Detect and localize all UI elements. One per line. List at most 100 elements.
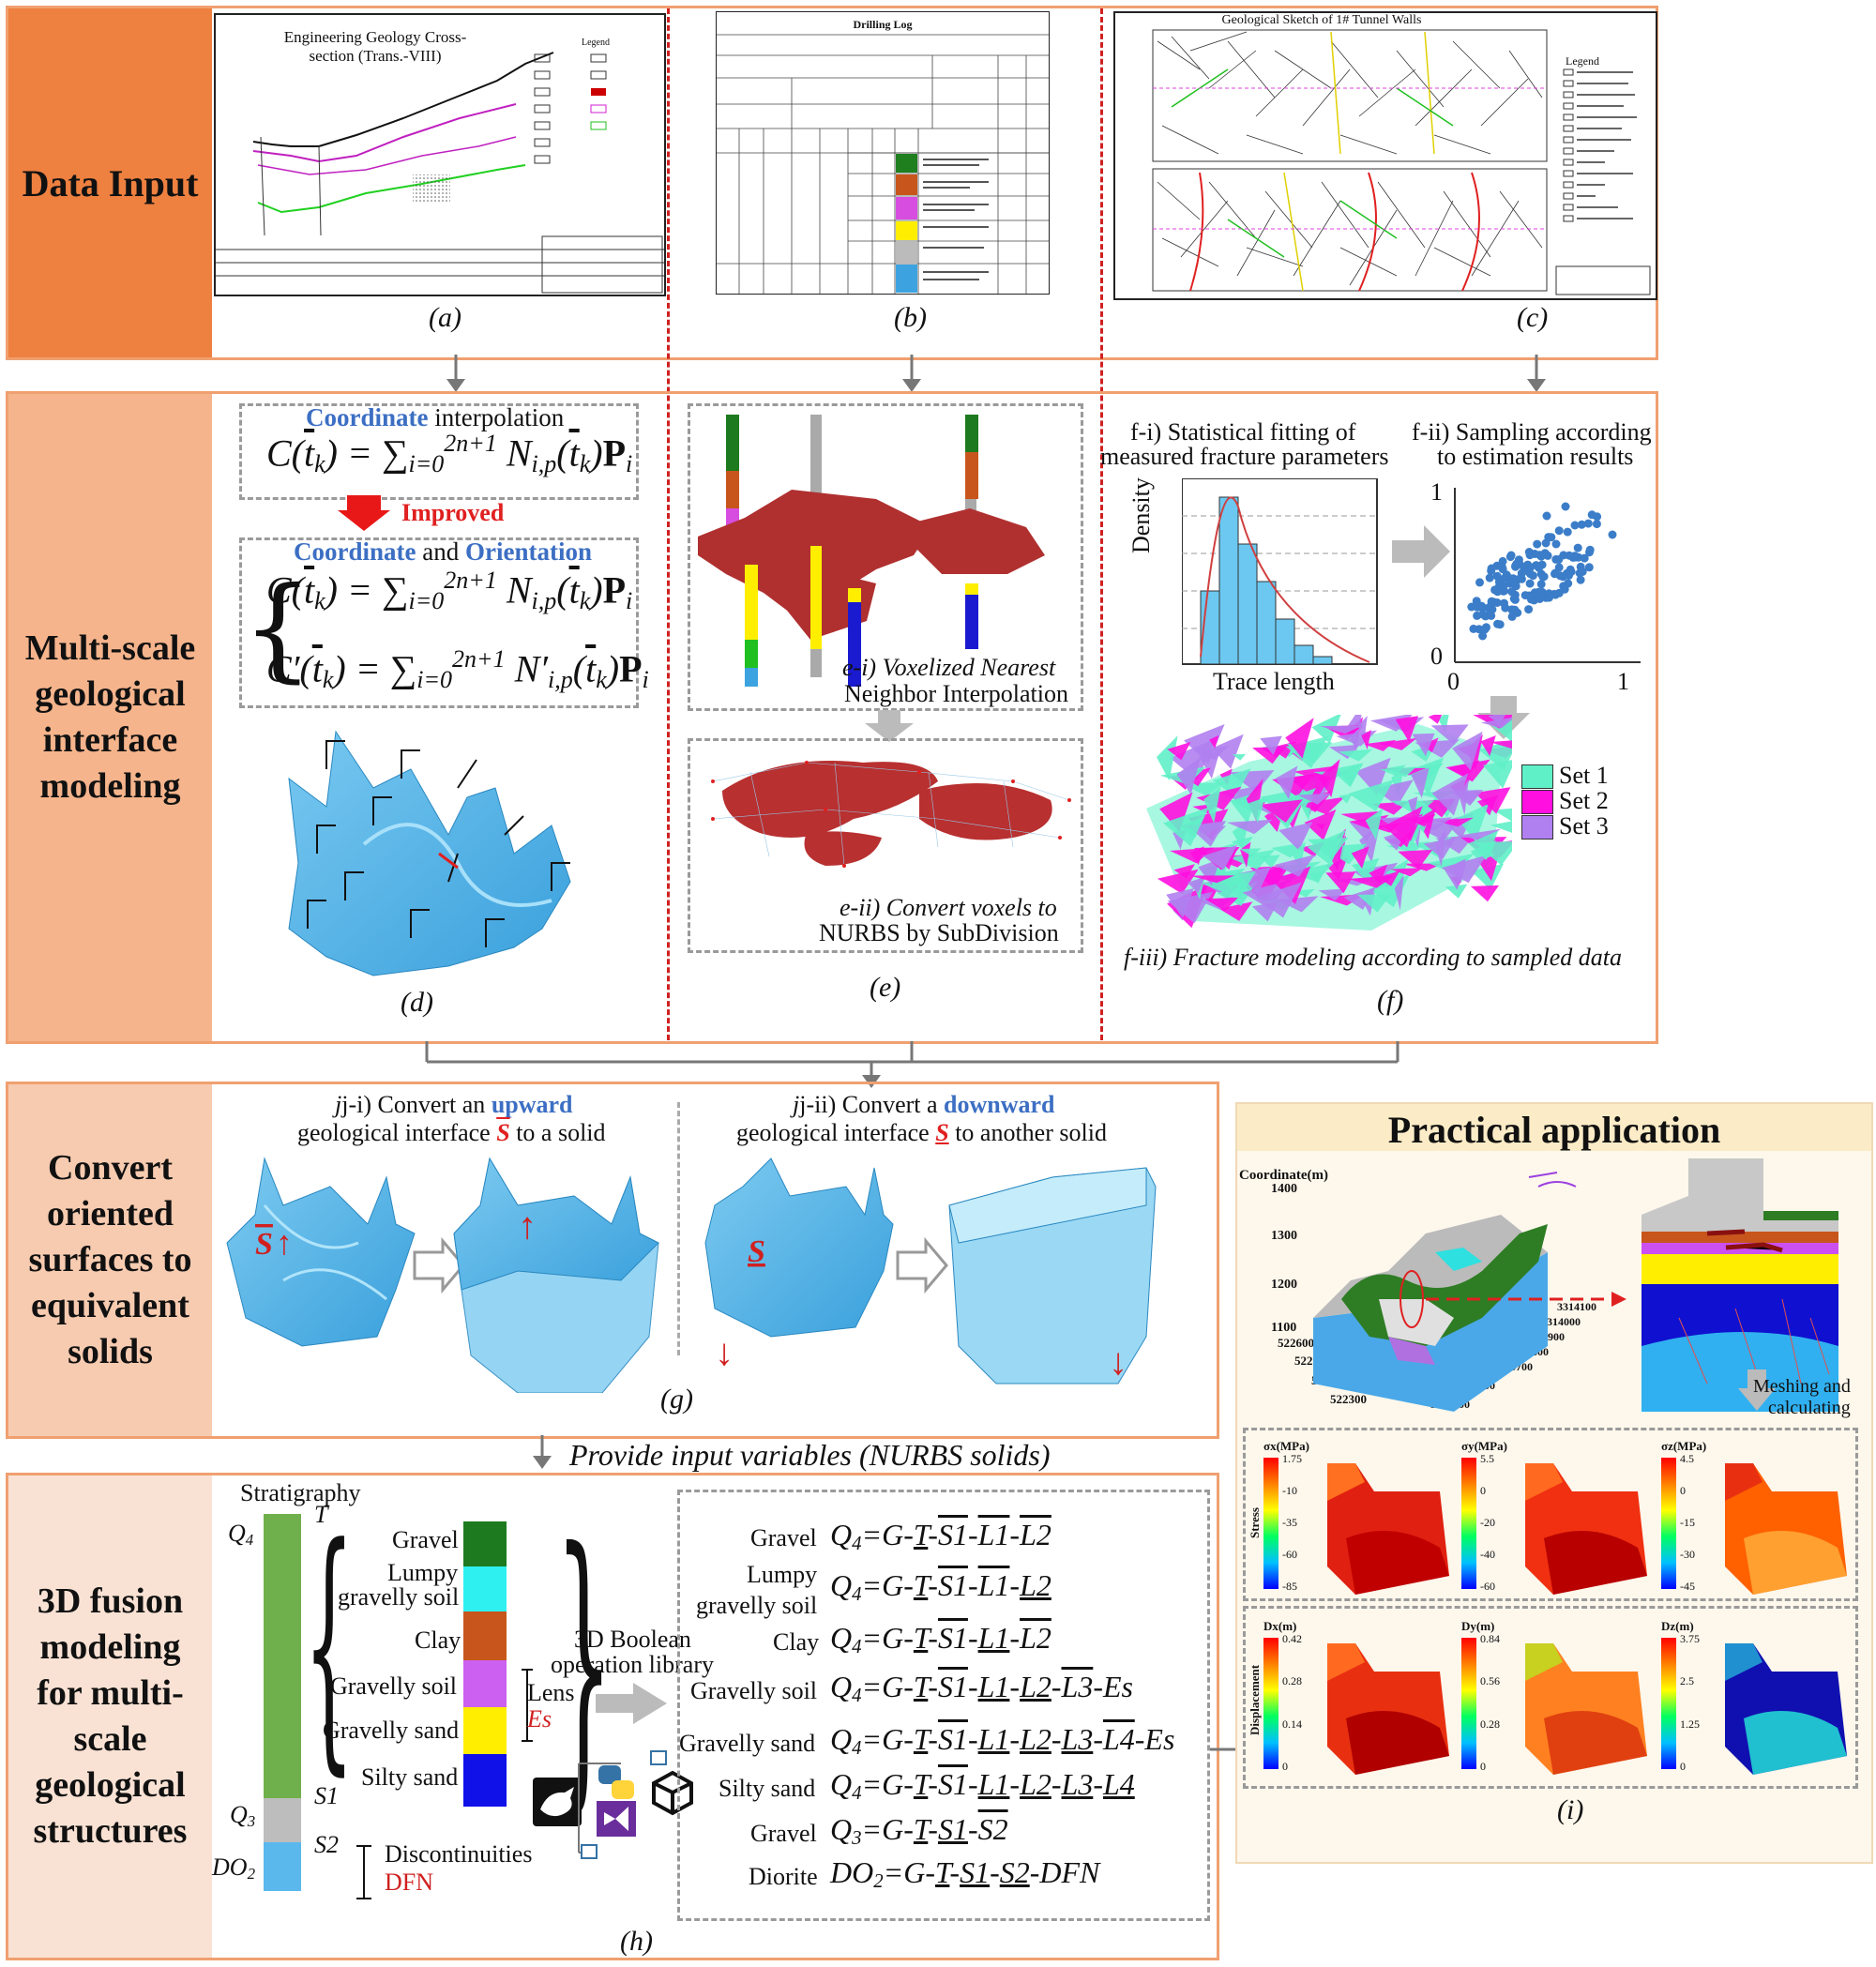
unity-icon — [649, 1769, 696, 1816]
fracture-plane — [1441, 855, 1487, 884]
layer-lumpy: Lumpy — [387, 1559, 459, 1586]
voxel-model — [698, 415, 1045, 687]
fracture-plane — [1395, 716, 1418, 743]
python-icon — [595, 1763, 638, 1801]
upward-title-2: geological interface S to a solid — [297, 1119, 606, 1146]
eq-row-silty-sand-label: Silty sand — [719, 1775, 816, 1802]
label-S2: S2 — [314, 1831, 339, 1858]
scatter-point — [1492, 561, 1502, 570]
practical-title: Practical application — [1387, 1109, 1721, 1151]
scatter-point — [1536, 580, 1546, 589]
caption-h: (h) — [620, 1926, 653, 1957]
scatter-point — [1505, 579, 1514, 588]
lens-bracket — [522, 1669, 533, 1742]
fracture-plane — [1384, 806, 1423, 848]
swatch-clay — [463, 1611, 507, 1660]
brace: { — [242, 564, 314, 694]
eq-row-gravel-q3-label: Gravel — [750, 1820, 817, 1847]
scatter-point — [1580, 553, 1589, 563]
scatter-point — [1482, 623, 1490, 632]
gray-right-arrow-f — [1392, 525, 1450, 578]
colorbar-tick: 0.14 — [1282, 1717, 1302, 1731]
scatter-point — [1554, 563, 1564, 572]
result-contour — [1327, 1463, 1449, 1595]
fracture-plane — [1480, 717, 1512, 729]
eq-row-gravelly-sand-label: Gravelly sand — [679, 1730, 816, 1757]
colorbar-title: Dy(m) — [1461, 1619, 1495, 1633]
fracture-plane — [1373, 779, 1414, 807]
scatter-point — [1507, 587, 1517, 597]
colorbar-tick: -85 — [1282, 1580, 1297, 1593]
fracture-plane — [1184, 724, 1225, 764]
scatter-point — [1532, 561, 1541, 570]
layer-gravelly-sand: Gravelly sand — [323, 1717, 460, 1744]
colorbar-tick: 0 — [1480, 1484, 1486, 1497]
fracture-plane — [1272, 866, 1311, 905]
eq-silty-sand-q4: Q4=G-T-S1-L1-L2-L3-L4 — [830, 1767, 1135, 1805]
scatter-point — [1492, 571, 1502, 581]
row-label-data-input: Data Input — [8, 8, 212, 357]
eq-clay-q4: Q4=G-T-S1-L1-L2 — [830, 1621, 1051, 1658]
fracture-fit-label-2: measured fracture parameters — [1100, 443, 1389, 470]
eq-row-lumpy-label: Lumpy — [747, 1561, 818, 1588]
colorbar-tick: 1.25 — [1680, 1717, 1700, 1731]
fracture-plane — [1475, 787, 1511, 814]
fracture-plane — [1398, 849, 1433, 870]
scatter-point — [1487, 611, 1496, 620]
row3-divider — [677, 1102, 680, 1355]
scatter-point — [1492, 598, 1502, 607]
caption-e: (e) — [870, 972, 901, 1003]
colorbar-tick: 0 — [1282, 1760, 1288, 1773]
fracture-plane — [1422, 737, 1439, 753]
colorbar-tick: 0 — [1680, 1484, 1686, 1497]
fracture-plane — [1488, 715, 1506, 725]
contour-region — [1725, 1643, 1763, 1681]
fracture-plane — [1292, 841, 1306, 869]
colorbar-tick: 3.75 — [1680, 1632, 1700, 1645]
tunnel-sketch-legend: Legend — [1566, 54, 1599, 68]
fracture-plane — [1173, 864, 1195, 879]
fracture-plane — [1339, 794, 1353, 804]
equation-box-coordinate — [239, 403, 639, 500]
colorbar-tick: 0 — [1680, 1760, 1686, 1773]
scatter-point — [1563, 527, 1572, 537]
colorbar-tick: -60 — [1480, 1580, 1495, 1593]
contour-region — [1744, 1711, 1847, 1775]
fracture-plane — [1157, 869, 1199, 894]
displacement-results-box — [1243, 1606, 1858, 1789]
scatter-point — [1561, 502, 1570, 511]
fracture-plane — [1275, 765, 1298, 799]
caption-f: (f) — [1377, 985, 1404, 1016]
fracture-plane — [1390, 868, 1424, 877]
colorbar-tick: -30 — [1680, 1548, 1695, 1561]
colorbar-tick: -20 — [1480, 1516, 1495, 1529]
swatch-gravelly-soil — [463, 1660, 507, 1707]
fracture-fit-label-1: f-i) Statistical fitting of — [1130, 418, 1356, 446]
scatter-point — [1485, 573, 1494, 583]
legend-set3-swatch — [1521, 815, 1553, 840]
coordinate-orientation-title: Coordinate and Orientation — [294, 537, 592, 566]
svg-text:S: S — [748, 1234, 765, 1269]
histogram — [1182, 478, 1378, 665]
eq-gravel-q4: Q4=G-T-S1-L1-L2 — [830, 1518, 1051, 1555]
contour-region — [1346, 1531, 1449, 1595]
fracture-plane — [1298, 796, 1345, 815]
colorbar — [1263, 1638, 1278, 1769]
caption-a: (a) — [429, 302, 461, 333]
scatter-point — [1505, 552, 1515, 562]
fracture-plane — [1167, 742, 1191, 761]
strat-column-do2 — [264, 1842, 301, 1891]
fracture-plane — [1203, 844, 1238, 870]
label-q3: Q3 — [230, 1801, 256, 1831]
scatter-point — [1502, 570, 1511, 580]
svg-text:↓: ↓ — [715, 1331, 734, 1373]
fracture-plane — [1318, 759, 1340, 797]
result-contour — [1725, 1643, 1847, 1775]
colorbar-tick: 0.28 — [1282, 1674, 1302, 1688]
fracture-plane — [1307, 830, 1346, 866]
fracture-plane — [1434, 829, 1446, 868]
fracture-plane — [1407, 814, 1436, 827]
scatter-point — [1524, 605, 1534, 614]
upward-title-1: jj-i) Convert an upward — [335, 1091, 573, 1118]
red-divider-left — [667, 8, 670, 1040]
